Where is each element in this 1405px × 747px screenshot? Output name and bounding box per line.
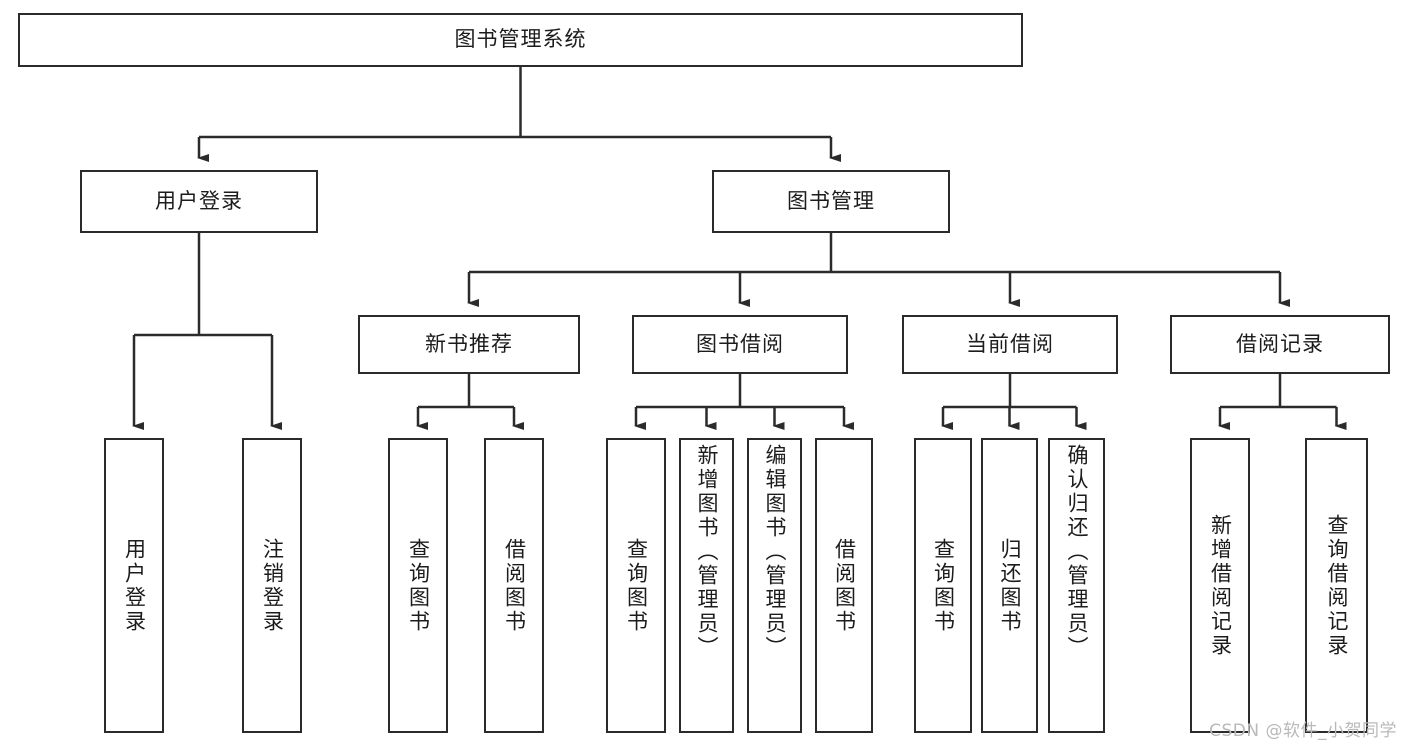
node-label: 查询借阅记录 — [1325, 513, 1349, 658]
node-label: 确认归还（管理员） — [1065, 444, 1089, 660]
node-label: 图书管理系统 — [454, 27, 587, 52]
node-leaf-query-cur-book[interactable]: 查询图书 — [914, 438, 972, 733]
node-leaf-query-book-rec[interactable]: 查询图书 — [388, 438, 448, 733]
watermark-text: CSDN @软件_小贺同学 — [1209, 721, 1397, 741]
node-root[interactable]: 图书管理系统 — [18, 13, 1023, 67]
node-leaf-return-book[interactable]: 归还图书 — [981, 438, 1038, 733]
node-leaf-logout[interactable]: 注销登录 — [242, 438, 302, 733]
node-leaf-add-book[interactable]: 新增图书（管理员） — [679, 438, 734, 733]
node-label: 新增借阅记录 — [1208, 513, 1233, 658]
node-label: 借阅图书 — [832, 537, 857, 634]
node-leaf-add-record[interactable]: 新增借阅记录 — [1190, 438, 1250, 733]
node-book-manage[interactable]: 图书管理 — [712, 170, 950, 233]
node-leaf-user-login[interactable]: 用户登录 — [104, 438, 164, 733]
node-label: 查询图书 — [931, 537, 956, 634]
node-user-login[interactable]: 用户登录 — [80, 170, 318, 233]
node-leaf-confirm-return[interactable]: 确认归还（管理员） — [1048, 438, 1105, 733]
node-label: 图书借阅 — [696, 331, 784, 356]
node-leaf-query-book[interactable]: 查询图书 — [606, 438, 666, 733]
node-leaf-borrow-book-rec[interactable]: 借阅图书 — [484, 438, 544, 733]
node-current-borrow[interactable]: 当前借阅 — [902, 315, 1118, 374]
node-label: 借阅图书 — [502, 537, 527, 634]
node-label: 用户登录 — [155, 188, 243, 213]
node-label: 用户登录 — [122, 537, 147, 634]
node-label: 图书管理 — [787, 188, 875, 213]
node-label: 当前借阅 — [966, 331, 1054, 356]
node-leaf-query-record[interactable]: 查询借阅记录 — [1305, 438, 1368, 733]
node-leaf-borrow-book[interactable]: 借阅图书 — [815, 438, 873, 733]
node-label: 查询图书 — [624, 537, 649, 634]
node-label: 编辑图书（管理员） — [763, 444, 787, 660]
node-book-borrow[interactable]: 图书借阅 — [632, 315, 848, 374]
node-label: 归还图书 — [998, 537, 1022, 634]
node-leaf-edit-book[interactable]: 编辑图书（管理员） — [747, 438, 802, 733]
node-label: 查询图书 — [406, 537, 431, 634]
node-borrow-record[interactable]: 借阅记录 — [1170, 315, 1390, 374]
node-label: 新书推荐 — [425, 331, 513, 356]
node-label: 借阅记录 — [1236, 331, 1324, 356]
node-new-book-rec[interactable]: 新书推荐 — [358, 315, 580, 374]
node-label: 新增图书（管理员） — [695, 444, 719, 660]
node-label: 注销登录 — [260, 537, 285, 634]
